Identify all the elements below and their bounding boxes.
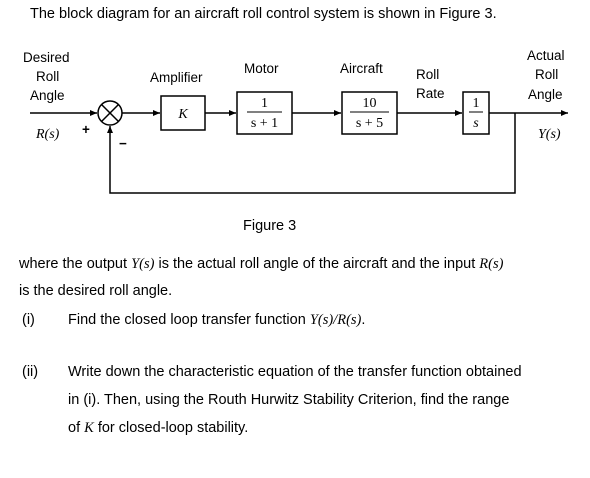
amplifier-block [160,95,206,131]
description-part2: is the actual roll angle of the aircraft… [154,256,480,272]
output-symbol: Y(s) [131,256,155,272]
summing-junction [97,100,123,126]
input-symbol: R(s) [479,256,504,272]
feedback-path [107,113,516,194]
question-2-line3-start: of [68,420,85,436]
input-label-line3: Angle [30,88,65,103]
input-label-line1: Desired [23,50,70,65]
description-line1: where the output Y(s) is the actual roll… [19,254,503,274]
aircraft-tf-numerator: 10 [363,96,377,111]
question-2-line1: Write down the characteristic equation o… [68,364,522,380]
motor-tf-numerator: 1 [261,96,268,111]
question-1-tail: . [361,312,366,328]
input-label-line2: Roll [36,69,59,84]
output-label-line2: Roll [535,67,558,82]
description-part1: where the output [19,256,132,272]
sum-minus-sign: − [119,136,127,151]
integrator-denominator: s [473,116,479,131]
question-1-text: Find the closed loop transfer function Y… [68,310,365,330]
question-1-math: Y(s)/R(s) [309,312,362,328]
block-diagram: Desired Roll Angle R(s) + − Amplifier K … [23,48,568,194]
figure-caption: Figure 3 [243,218,297,234]
motor-label: Motor [244,61,279,76]
amplifier-tf: K [177,107,188,122]
question-1-number: (i) [22,312,35,328]
output-label-line1: Actual [527,48,565,63]
roll-rate-label-line2: Rate [416,86,445,101]
output-signal: Y(s) [538,127,561,142]
question-2-number: (ii) [22,364,39,380]
question-2-line2: in (i). Then, using the Routh Hurwitz St… [68,392,510,408]
output-label-line3: Angle [528,87,563,102]
question-2-k-symbol: K [84,420,94,436]
motor-tf-denominator: s + 1 [251,116,278,131]
question-2-line3-end: for closed-loop stability. [93,420,249,436]
integrator-numerator: 1 [473,96,480,111]
amplifier-label: Amplifier [150,70,203,85]
aircraft-tf-denominator: s + 5 [356,116,383,131]
question-2-line3: of K for closed-loop stability. [68,418,248,438]
aircraft-label: Aircraft [340,61,383,76]
roll-rate-label-line1: Roll [416,67,439,82]
description-line2: is the desired roll angle. [19,283,173,299]
input-signal: R(s) [35,127,60,142]
intro-text: The block diagram for an aircraft roll c… [30,6,497,22]
sum-plus-sign: + [82,122,90,137]
aircraft-block [341,91,398,135]
question-1-body: Find the closed loop transfer function [68,312,310,328]
